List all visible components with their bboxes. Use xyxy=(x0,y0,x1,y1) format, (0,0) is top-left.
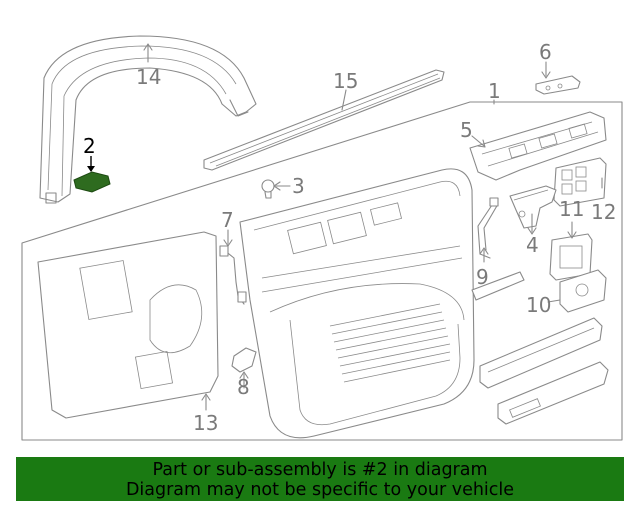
callout-11: 11 xyxy=(559,197,584,221)
banner-line-disclaimer: Diagram may not be specific to your vehi… xyxy=(125,480,515,500)
callout-13: 13 xyxy=(193,411,218,435)
part-12-window-switch xyxy=(553,157,607,207)
callout-6: 6 xyxy=(539,40,552,64)
callout-9: 9 xyxy=(476,265,489,289)
part-11-lock-switch xyxy=(549,221,593,281)
part-15-belt-moulding xyxy=(203,69,445,171)
part-5-bracket xyxy=(469,111,607,181)
callout-5: 5 xyxy=(460,118,473,142)
callout-2: 2 xyxy=(83,134,96,158)
part-14-window-frame-moulding xyxy=(39,35,257,204)
part-9-cable xyxy=(477,197,499,263)
part-6-bezel xyxy=(535,61,581,95)
part-4-door-handle xyxy=(509,185,557,235)
assembly-outline xyxy=(21,101,623,441)
callout-8: 8 xyxy=(237,375,250,399)
callout-12: 12 xyxy=(591,200,616,224)
parts-diagram: 1 2 3 4 5 6 7 8 9 10 11 12 13 14 15 xyxy=(21,35,623,441)
part-8-bracket xyxy=(231,347,257,389)
part-13-deflector xyxy=(37,231,219,419)
callout-4: 4 xyxy=(526,233,539,257)
part-10-mirror-switch xyxy=(547,269,607,313)
callout-10: 10 xyxy=(526,293,551,317)
door-trim-panel xyxy=(239,168,475,439)
info-banner: Part or sub-assembly is #2 in diagram Di… xyxy=(16,457,624,501)
callout-7: 7 xyxy=(221,208,234,232)
part-7-harness xyxy=(219,229,247,305)
callout-3: 3 xyxy=(292,174,305,198)
callout-15: 15 xyxy=(333,69,358,93)
callout-1: 1 xyxy=(488,79,501,103)
part-3-push-pin xyxy=(261,179,291,199)
banner-line-part: Part or sub-assembly is #2 in diagram xyxy=(152,460,488,480)
callout-14: 14 xyxy=(136,65,161,89)
armrest-trim-pieces xyxy=(471,271,609,425)
part-2-clip xyxy=(73,156,111,193)
